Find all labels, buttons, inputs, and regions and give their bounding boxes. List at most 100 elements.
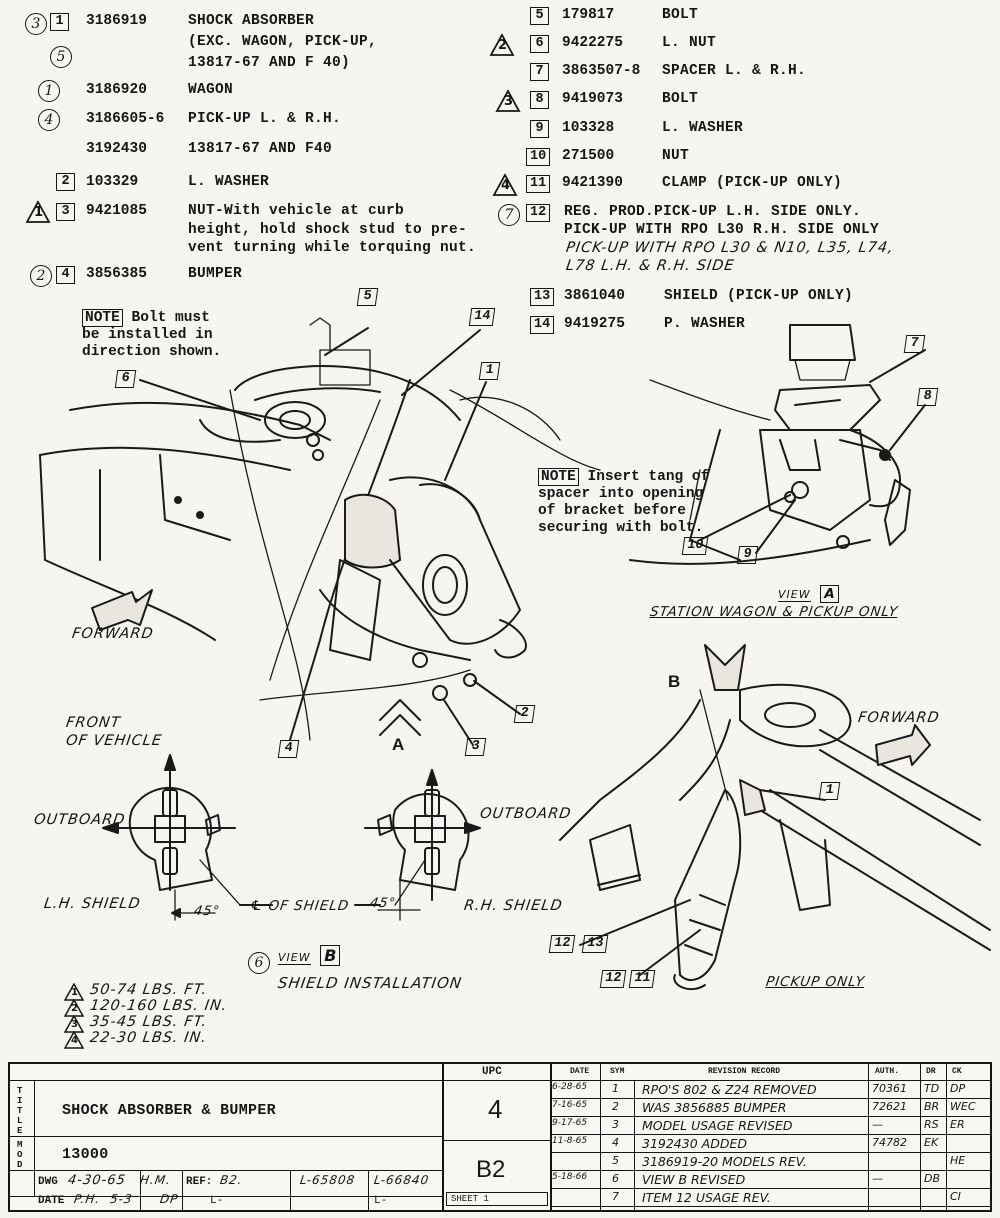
- revision-record: ITEM 12 USAGE REV.: [642, 1190, 771, 1205]
- rev-header: DR: [926, 1067, 936, 1076]
- revision-auth: 70361: [872, 1082, 907, 1095]
- callout-circle: 6: [248, 952, 270, 974]
- revision-sym: 4: [612, 1136, 619, 1149]
- part-desc: NUT-With vehicle at curb: [188, 203, 405, 219]
- revision-sym: 7: [612, 1190, 619, 1203]
- torque-spec-text: 22-30 LBS. IN.: [88, 1030, 209, 1046]
- date-by: P.H.: [73, 1192, 102, 1206]
- part-desc: PICK-UP L. & R.H.: [188, 111, 342, 127]
- revision-record: 3186919-20 MODELS REV.: [642, 1154, 807, 1169]
- item-number: 11: [526, 175, 551, 193]
- torque-number: 4: [71, 1035, 78, 1046]
- part-desc: PICK-UP WITH RPO L30 R.H. SIDE ONLY: [564, 222, 880, 238]
- part-desc: height, hold shock stud to pre-: [188, 222, 468, 238]
- front-of-vehicle-label: OF VEHICLE: [64, 733, 164, 749]
- revision-date: 9-17-65: [552, 1118, 588, 1128]
- view-word: VIEW: [278, 951, 311, 965]
- cl-of-shield-label: ℄ OF SHIELD: [248, 898, 351, 914]
- part-desc: NUT: [662, 148, 690, 164]
- torque-number: 4: [501, 178, 511, 193]
- item-number: 10: [526, 148, 551, 166]
- torque-spec-text: 35-45 LBS. FT.: [88, 1014, 209, 1030]
- rev-header: CK: [952, 1067, 962, 1076]
- revision-ck: ER: [950, 1118, 965, 1131]
- revision-ck: HE: [950, 1154, 966, 1167]
- torque-spec-text: 120-160 LBS. IN.: [88, 998, 229, 1014]
- callout-box: 1: [478, 362, 501, 380]
- callout-box: 14: [468, 308, 496, 326]
- note-label: NOTE: [538, 468, 579, 486]
- callout-circle: 7: [498, 204, 520, 226]
- torque-triangle-icon: [25, 200, 51, 223]
- angle-label: 45°: [368, 896, 398, 911]
- revision-sym: 6: [612, 1172, 619, 1185]
- tang-note: NOTE Insert tang of spacer into opening …: [538, 468, 710, 537]
- item-number: 14: [530, 316, 555, 334]
- revision-ck: WEC: [950, 1100, 976, 1113]
- part-desc: WAGON: [188, 82, 234, 98]
- item-number: 12: [526, 204, 551, 222]
- part-desc: L. WASHER: [188, 174, 270, 190]
- view-b-point-label: B: [668, 672, 681, 691]
- revision-row: 7 ITEM 12 USAGE REV. CI: [550, 1190, 990, 1207]
- sheet-box: SHEET 1: [446, 1192, 548, 1206]
- upc-value: 4: [488, 1094, 503, 1124]
- dwg-by: H.M.: [139, 1173, 172, 1187]
- revision-auth: —: [872, 1172, 883, 1185]
- callout-box: 12: [548, 935, 576, 953]
- part-desc: L. NUT: [662, 35, 717, 51]
- dwg-label: DWG: [38, 1176, 58, 1188]
- view-b-tag: VIEW B: [278, 945, 341, 966]
- callout-box: 3: [464, 738, 487, 756]
- callout-circle: 1: [38, 80, 60, 102]
- part-number: 3861040: [564, 288, 625, 304]
- part-desc: BOLT: [662, 91, 699, 107]
- view-letter: B: [320, 945, 341, 966]
- item-number: 9: [530, 120, 549, 138]
- revision-record: DATE SYM REVISION RECORD AUTH. DR CK 6-2…: [550, 1064, 990, 1210]
- part-desc: REG. PROD.PICK-UP L.H. SIDE ONLY.: [564, 204, 862, 220]
- revision-record: MODEL USAGE REVISED: [642, 1118, 793, 1133]
- revision-dr: BR: [924, 1100, 940, 1113]
- part-number: 9419275: [564, 316, 625, 332]
- rev-header: SYM: [610, 1067, 625, 1076]
- view-a-point-label: A: [392, 735, 405, 754]
- part-number: 9419073: [562, 91, 623, 107]
- view-a-drawing: [629, 324, 911, 565]
- pickup-only-label: PICKUP ONLY: [764, 974, 866, 990]
- ref-label: REF:: [186, 1176, 213, 1188]
- note-line: of bracket before: [538, 503, 686, 519]
- callout-box: 5: [356, 288, 379, 306]
- revision-dr: RS: [924, 1118, 939, 1131]
- item-number: 5: [530, 7, 549, 25]
- ref-value: B2.: [219, 1173, 244, 1187]
- date-value: 5-3: [109, 1192, 134, 1206]
- part-desc: 13817-67 AND F40: [188, 141, 333, 157]
- torque-triangle-icon: [495, 89, 521, 112]
- part-number: 3863507-8: [562, 63, 641, 79]
- part-desc: BOLT: [662, 7, 699, 23]
- revision-record: RPO'S 802 & Z24 REMOVED: [642, 1082, 817, 1097]
- revision-date: 6-28-65: [552, 1082, 588, 1092]
- note-line: Insert tang of: [587, 469, 710, 485]
- revision-ck: CI: [950, 1190, 961, 1203]
- revision-sym: 1: [612, 1082, 619, 1095]
- callout-box: 13: [581, 935, 609, 953]
- part-number: 179817: [562, 7, 615, 23]
- rev-header: AUTH.: [875, 1067, 900, 1076]
- view-word: VIEW: [778, 588, 811, 602]
- part-desc: P. WASHER: [664, 316, 746, 332]
- angle-label: 45°: [192, 904, 222, 919]
- rev-header: DATE: [570, 1067, 590, 1076]
- note-label: NOTE: [82, 309, 123, 327]
- item-number: 6: [530, 35, 549, 53]
- note-line: be installed in: [82, 327, 213, 343]
- torque-number: 3: [71, 1019, 78, 1030]
- part-number: 3856385: [86, 266, 147, 282]
- revision-dr: TD: [924, 1082, 940, 1095]
